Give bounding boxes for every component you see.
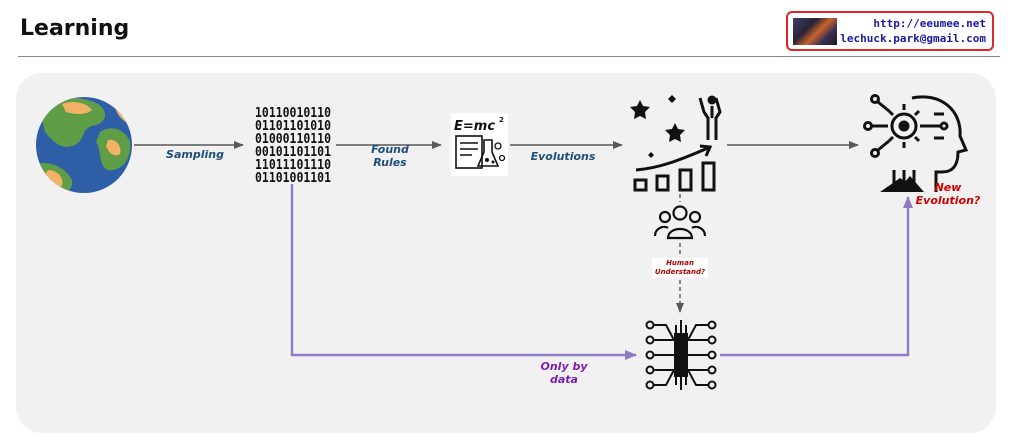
label-found-rules: Found Rules: [371, 143, 409, 169]
growth-success-icon: [630, 95, 722, 192]
label-sampling: Sampling: [166, 148, 224, 161]
binary-row: 01000110110: [255, 132, 331, 147]
label-only-by-data: Only by data: [540, 360, 588, 386]
binary-row: 11011101110: [255, 158, 331, 173]
earth-globe-icon: [36, 97, 132, 193]
binary-data-icon: 10110010110 01101101010 01000110110 0010…: [255, 106, 331, 186]
formula-rules-icon: E=mc 2: [451, 113, 508, 176]
formula-text: E=mc: [454, 119, 495, 134]
edge-only-by-data: [290, 184, 637, 360]
ai-head-icon: [863, 94, 969, 192]
title-divider: [18, 56, 1000, 57]
human-group-icon: [653, 205, 707, 240]
label-evolutions: Evolutions: [530, 150, 596, 163]
binary-row: 00101101101: [255, 145, 331, 160]
author-thumbnail: [793, 18, 837, 45]
binary-row: 01101101010: [255, 119, 331, 134]
neural-network-icon: [645, 320, 717, 390]
edge-new-evolution: [720, 196, 913, 357]
badge-url[interactable]: http://eeumee.net: [873, 17, 986, 30]
label-human-understand: Human Understand?: [652, 258, 708, 278]
page-title: Learning: [20, 16, 130, 41]
label-new-evolution: New Evolution?: [915, 181, 981, 207]
binary-row: 01101001101: [255, 171, 331, 186]
formula-superscript: 2: [499, 116, 504, 124]
author-badge[interactable]: http://eeumee.net lechuck.park@gmail.com: [786, 11, 994, 51]
badge-email[interactable]: lechuck.park@gmail.com: [840, 32, 986, 45]
binary-row: 10110010110: [255, 106, 331, 121]
